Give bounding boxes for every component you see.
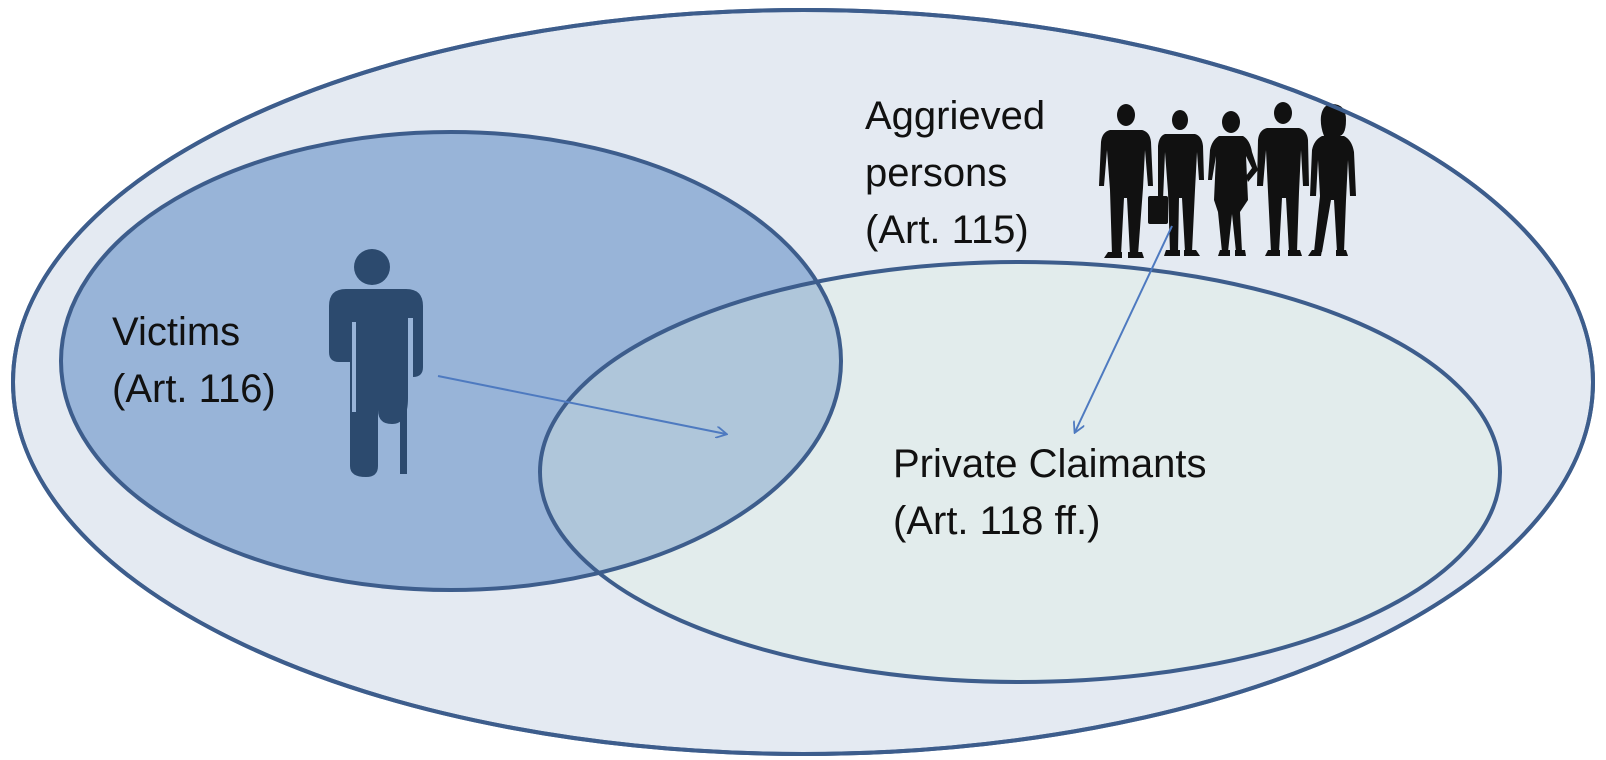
aggrieved-label-line-2: persons (865, 151, 1008, 195)
person-with-crutch-icon (329, 249, 423, 477)
arrow-victims-to-claimants (437, 375, 726, 434)
aggrieved-persons-set-outline (11, 8, 1595, 756)
victims-label-line-2: (Art. 116) (112, 367, 276, 411)
person-silhouette (1099, 104, 1153, 258)
victims-label: Victims (Art. 116) (112, 304, 276, 418)
person-silhouette (1308, 104, 1356, 256)
aggrieved-persons-label: Aggrieved persons (Art. 115) (865, 88, 1045, 259)
aggrieved-label-line-3: (Art. 115) (865, 208, 1029, 252)
person-silhouette (1257, 102, 1309, 256)
person-silhouette (1208, 111, 1258, 256)
arrow-aggrieved-to-claimants (1075, 225, 1173, 432)
victims-claimants-overlap (540, 262, 841, 590)
victims-label-line-1: Victims (112, 310, 241, 354)
private-claimants-set-outline (538, 260, 1502, 684)
aggrieved-label-line-1: Aggrieved (865, 94, 1046, 138)
private-claimants-label: Private Claimants (Art. 118 ff.) (893, 436, 1206, 550)
claimants-label-line-2: (Art. 118 ff.) (893, 499, 1101, 543)
person-silhouette (1148, 110, 1204, 256)
business-people-group-icon (1099, 102, 1356, 258)
victims-set-outline (59, 130, 843, 592)
claimants-label-line-1: Private Claimants (893, 442, 1207, 486)
